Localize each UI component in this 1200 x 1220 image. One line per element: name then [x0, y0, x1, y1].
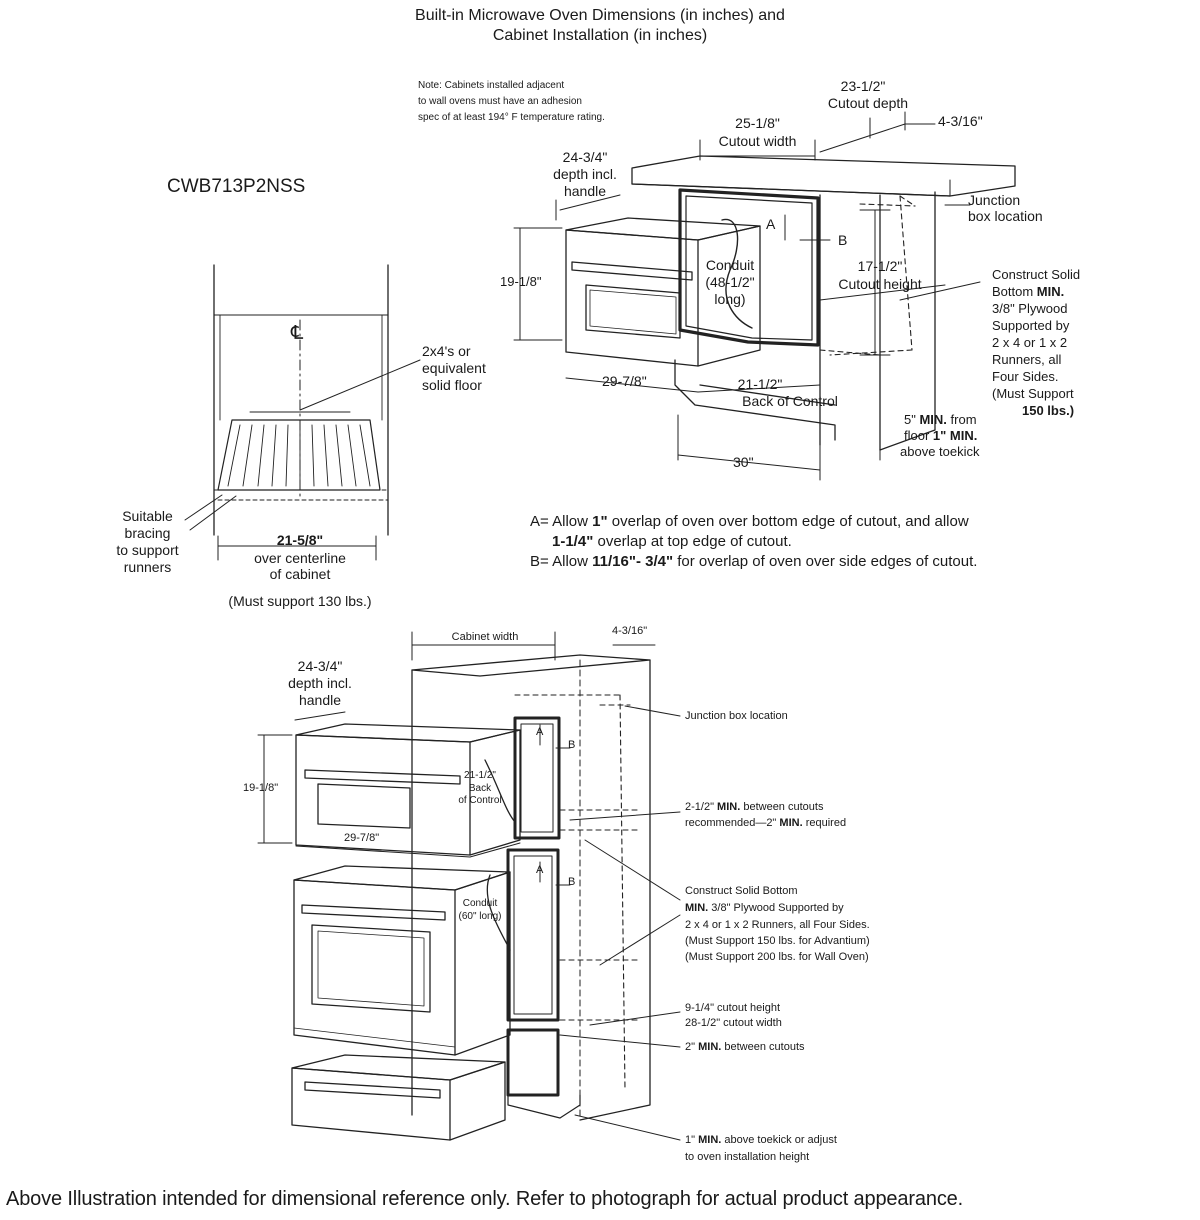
top-conduit-line-1: Conduit	[705, 257, 755, 273]
bottom-cabinet-width: Cabinet width	[430, 631, 540, 644]
bottom-toekick-line-1: 1" MIN. above toekick or adjust	[685, 1134, 837, 1146]
bottom-construct-line-2: MIN. 3/8" Plywood Supported by	[685, 902, 844, 914]
bottom-junction-label: Junction box location	[685, 710, 788, 722]
note-a-line-1: A= Allow 1" overlap of oven over bottom …	[530, 513, 969, 530]
top-min-floor-line-3: above toekick	[900, 444, 980, 459]
bracing-line-3: to support	[116, 542, 179, 558]
span-line-2: of cabinet	[269, 566, 331, 582]
bottom-mark-a-upper: A	[536, 726, 544, 738]
top-cutout-height-value: 17-1/2"	[857, 258, 903, 274]
centerline-symbol: ℄	[291, 323, 304, 344]
top-back-control-value: 21-1/2"	[737, 376, 783, 392]
top-bottom-line-3: 3/8" Plywood	[992, 301, 1068, 316]
bottom-mark-b-lower: B	[568, 876, 576, 888]
note-line-3: spec of at least 194° F temperature rati…	[418, 112, 605, 123]
bottom-depth-handle-line-2: handle	[298, 692, 342, 708]
bottom-between-line-2: recommended—2" MIN. required	[685, 817, 847, 829]
cutout-width-label: Cutout width	[718, 133, 797, 149]
bottom-back-line-3: of Control	[458, 795, 502, 806]
top-back-control-label: Back of Control	[742, 393, 838, 409]
top-junction-line-1: Junction	[968, 192, 1021, 208]
top-bottom-line-4: Supported by	[992, 318, 1070, 333]
top-conduit-line-2: (48-1/2"	[705, 274, 755, 290]
bottom-side-offset: 4-3/16"	[612, 625, 648, 637]
note-line-2: to wall ovens must have an adhesion	[418, 96, 582, 107]
page-title-line-1: Built-in Microwave Oven Dimensions (in i…	[415, 7, 785, 24]
top-conduit-line-3: long)	[714, 291, 746, 307]
bottom-conduit-line-2: (60" long)	[458, 911, 502, 922]
footer-disclaimer: Above Illustration intended for dimensio…	[6, 1188, 964, 1210]
top-bottom-line-6: Runners, all	[992, 352, 1062, 367]
top-height-value: 19-1/8"	[500, 274, 542, 289]
top-bottom-line-7: Four Sides.	[992, 369, 1059, 384]
bottom-toekick-line-2: to oven installation height	[685, 1151, 810, 1163]
top-mark-b: B	[838, 232, 848, 248]
top-bottom-line-8: (Must Support	[992, 386, 1074, 401]
bottom-depth-handle-value: 24-3/4"	[297, 658, 343, 674]
bottom-construct-line-3: 2 x 4 or 1 x 2 Runners, all Four Sides.	[685, 919, 870, 931]
cutout-depth-label: Cutout depth	[827, 95, 909, 111]
bottom-min-between: 2" MIN. between cutouts	[685, 1041, 805, 1053]
top-depth-handle-line-1: depth incl.	[553, 166, 617, 182]
bottom-cutout-line-1: 9-1/4" cutout height	[685, 1002, 781, 1014]
bottom-construct-line-5: (Must Support 200 lbs. for Wall Oven)	[685, 951, 869, 963]
bracing-line-4: runners	[123, 559, 172, 575]
cutout-width-value: 25-1/8"	[735, 115, 780, 131]
bottom-construct-line-4: (Must Support 150 lbs. for Advantium)	[685, 935, 870, 947]
top-mark-a: A	[766, 216, 776, 232]
top-bottom-line-5: 2 x 4 or 1 x 2	[992, 335, 1068, 350]
span-value: 21-5/8"	[276, 532, 324, 548]
support-note: (Must support 130 lbs.)	[228, 593, 372, 609]
page-title-line-2: Cabinet Installation (in inches)	[492, 27, 708, 44]
bottom-mark-b-upper: B	[568, 739, 576, 751]
bottom-back-line-2: Back	[468, 783, 492, 794]
note-b-line-1: B= Allow 11/16"- 3/4" for overlap of ove…	[530, 553, 978, 570]
top-depth-handle-value: 24-3/4"	[562, 149, 608, 165]
bracing-line-1: Suitable	[122, 508, 173, 524]
top-min-floor-line-2: floor 1" MIN.	[904, 428, 978, 443]
top-min-floor-line-1: 5" MIN. from	[904, 412, 977, 427]
bottom-depth-handle-line-1: depth incl.	[288, 675, 352, 691]
top-cutout-height-label: Cutout height	[838, 276, 922, 292]
top-depth-handle-line-2: handle	[563, 183, 607, 199]
bottom-conduit-line-1: Conduit	[462, 898, 498, 909]
floor-line-2: equivalent	[422, 360, 486, 376]
bottom-height-value: 19-1/8"	[243, 782, 279, 794]
bottom-back-line-1: 21-1/2"	[464, 770, 496, 781]
top-bottom-line-1: Construct Solid	[992, 267, 1081, 282]
bracing-line-2: bracing	[124, 525, 171, 541]
floor-line-3: solid floor	[422, 377, 482, 393]
span-line-1: over centerline	[240, 550, 360, 567]
side-elevation-drawing	[184, 264, 421, 561]
bottom-width-value: 29-7/8"	[344, 832, 380, 844]
note-a-line-2: 1-1/4" overlap at top edge of cutout.	[552, 533, 792, 550]
note-line-1: Note: Cabinets installed adjacent	[418, 80, 565, 91]
model-number: CWB713P2NSS	[167, 176, 306, 197]
top-width-value: 29-7/8"	[602, 373, 647, 389]
bottom-cutout-line-2: 28-1/2" cutout width	[685, 1017, 782, 1029]
bottom-construct-line-1: Construct Solid Bottom	[685, 885, 798, 897]
top-cabinet-drawing	[513, 111, 1016, 481]
cutout-depth-value: 23-1/2"	[840, 78, 886, 94]
top-bottom-line-9: 150 lbs.)	[1022, 403, 1075, 418]
top-cabinet-width-value: 30"	[733, 454, 754, 470]
top-junction-line-2: box location	[968, 208, 1043, 224]
bottom-cabinet-drawing	[257, 631, 681, 1141]
top-side-offset: 4-3/16"	[938, 113, 983, 129]
top-bottom-line-2: Bottom MIN.	[992, 284, 1065, 299]
bottom-between-line-1: 2-1/2" MIN. between cutouts	[685, 801, 824, 813]
floor-line-1: 2x4's or	[422, 343, 471, 359]
bottom-mark-a-lower: A	[536, 864, 544, 876]
